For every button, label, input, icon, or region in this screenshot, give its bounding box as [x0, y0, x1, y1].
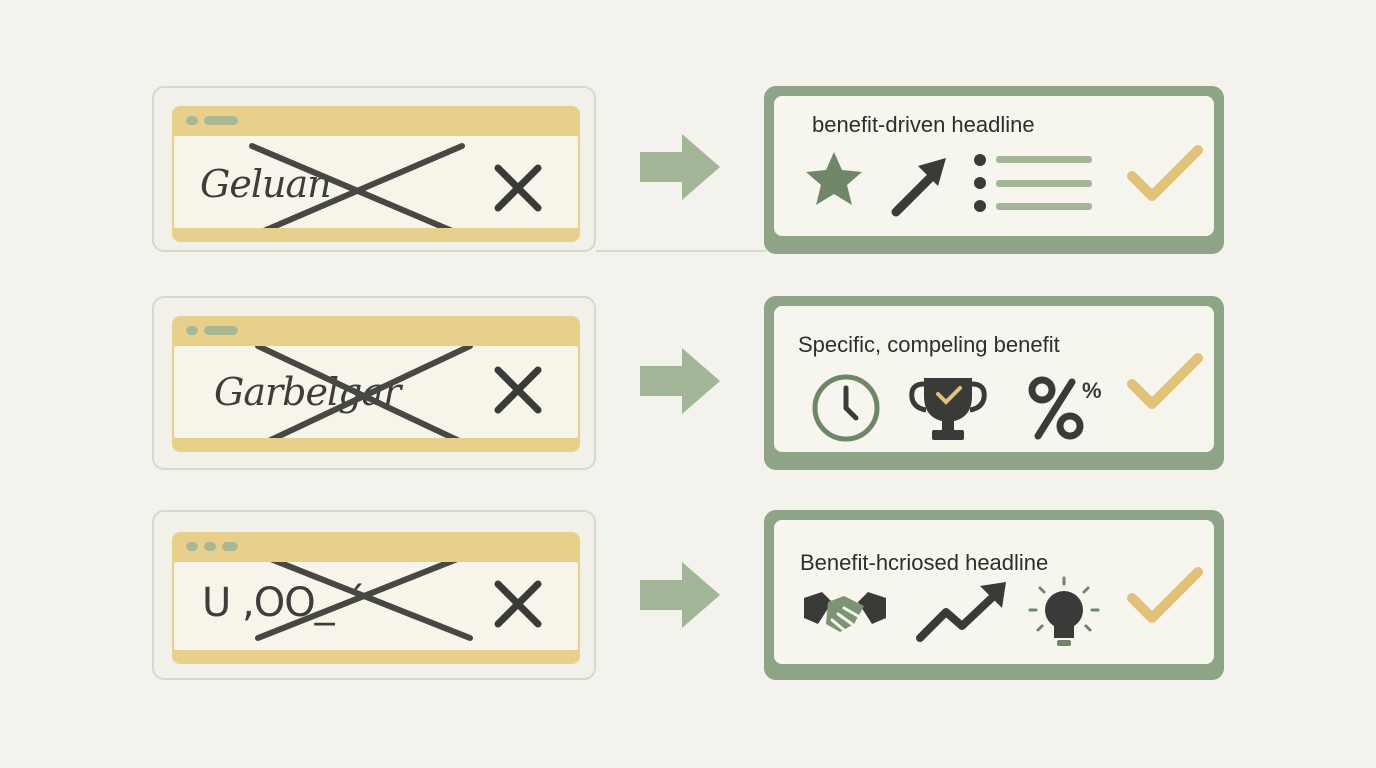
browser-content: U ,OO_ ´ — [174, 562, 578, 650]
benefit-icons — [806, 152, 1092, 217]
benefit-icons: % — [812, 374, 1102, 442]
headline-text: benefit-driven headline — [812, 112, 1035, 137]
lightbulb-icon — [1028, 576, 1100, 646]
handshake-icon — [804, 592, 886, 632]
window-dot-icon — [222, 542, 238, 551]
trophy-icon — [909, 378, 987, 440]
bad-headline-panel: Garbelgar — [152, 296, 596, 470]
headline-text: Specific, compeling benefit — [798, 332, 1060, 357]
star-icon — [806, 152, 862, 205]
comparison-row-3: U ,OO_ ´ Benefit-hcriosed headline — [0, 510, 1376, 690]
strike-through-icon — [249, 143, 465, 228]
good-headline-panel: Benefit-hcriosed headline — [764, 510, 1224, 680]
checkmark-icon — [1127, 567, 1203, 623]
browser-titlebar — [172, 532, 580, 562]
window-dot-icon — [186, 326, 198, 335]
trend-up-icon — [916, 582, 1006, 642]
browser-titlebar — [172, 106, 580, 136]
good-headline-card: Specific, compeling benefit — [774, 306, 1214, 452]
x-mark-icon — [494, 164, 542, 212]
good-headline-panel: benefit-driven headline — [764, 86, 1224, 254]
window-pill-icon — [204, 542, 216, 551]
browser-content: Garbelgar — [174, 346, 578, 438]
browser-content: Geluan — [174, 136, 578, 228]
arrow-up-right-icon — [891, 158, 946, 217]
browser-titlebar — [172, 316, 580, 346]
window-dot-icon — [186, 116, 198, 125]
checkmark-icon — [1127, 145, 1203, 201]
x-mark-icon — [494, 366, 542, 414]
connector-line — [596, 250, 766, 252]
browser-window: Garbelgar — [172, 316, 580, 452]
bullet-list-icon — [974, 154, 1092, 212]
window-dot-icon — [186, 542, 198, 551]
strike-through-icon — [255, 562, 473, 641]
headline-text: Benefit-hcriosed headline — [800, 550, 1049, 575]
browser-window: Geluan — [172, 106, 580, 242]
good-headline-card: Benefit-hcriosed headline — [774, 520, 1214, 664]
svg-text:%: % — [1082, 378, 1102, 403]
good-headline-panel: Specific, compeling benefit — [764, 296, 1224, 470]
clock-icon — [812, 374, 880, 442]
percent-icon: % — [1028, 376, 1102, 440]
benefit-icons — [804, 576, 1100, 646]
comparison-row-1: Geluan benefit-driven headline — [0, 86, 1376, 266]
checkmark-icon — [1127, 353, 1203, 409]
window-pill-icon — [204, 116, 238, 125]
bad-headline-panel: U ,OO_ ´ — [152, 510, 596, 680]
right-arrow-icon — [640, 348, 720, 414]
comparison-row-2: Garbelgar Specific, compeling benefit — [0, 296, 1376, 476]
right-arrow-icon — [640, 134, 720, 200]
good-headline-card: benefit-driven headline — [774, 96, 1214, 236]
strike-through-icon — [255, 346, 473, 438]
window-pill-icon — [204, 326, 238, 335]
bad-headline-panel: Geluan — [152, 86, 596, 252]
right-arrow-icon — [640, 562, 720, 628]
x-mark-icon — [494, 580, 542, 628]
browser-window: U ,OO_ ´ — [172, 532, 580, 664]
